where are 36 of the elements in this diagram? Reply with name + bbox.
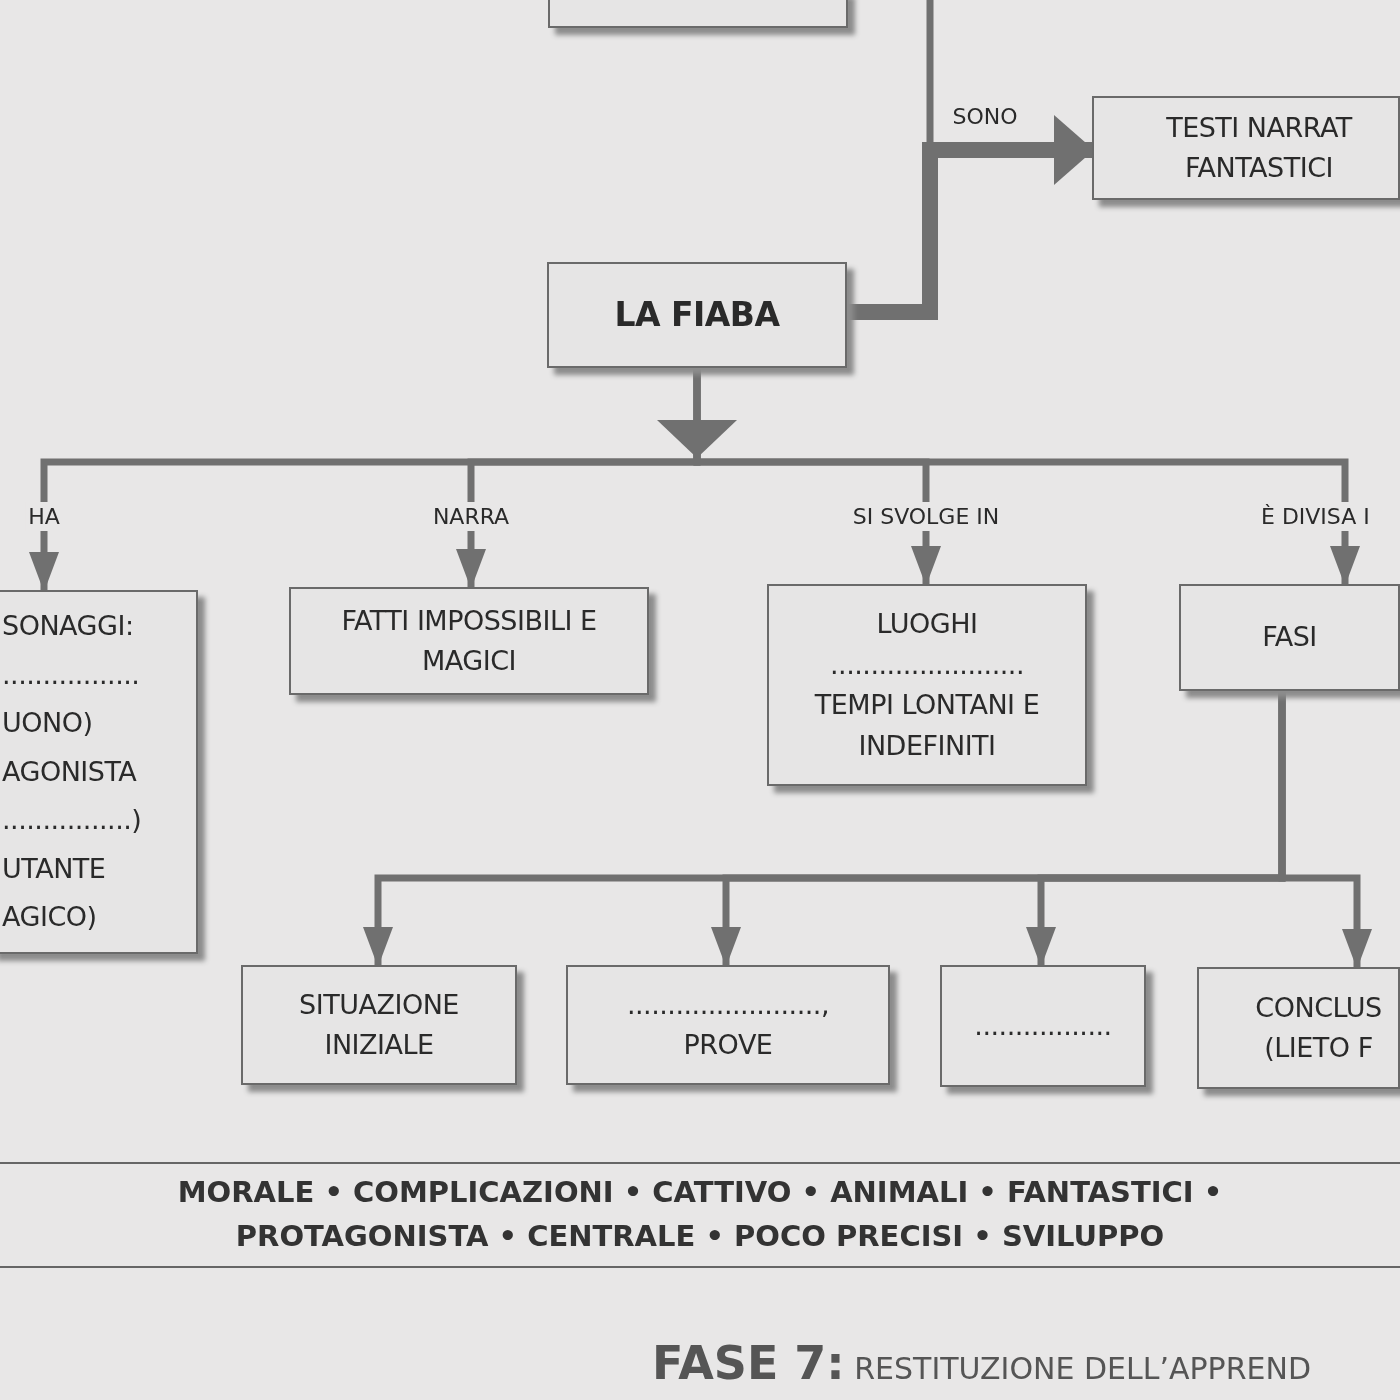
node-text: LA FIABA bbox=[614, 294, 780, 337]
node-text: ................. bbox=[2, 657, 140, 692]
node-text: UTANTE bbox=[2, 851, 106, 886]
arrow bbox=[847, 115, 1094, 320]
concept-box bbox=[289, 587, 649, 695]
node-text: CONCLUS (LIETO F bbox=[1254, 990, 1383, 1065]
node-text: UONO) bbox=[2, 706, 93, 741]
node-text: TEMPI LONTANI E INDEFINITI bbox=[813, 688, 1041, 763]
word-bank-text: PROTAGONISTA • CENTRALE • POCO PRECISI • SVILUPPO bbox=[234, 1219, 1166, 1253]
section-heading: FASE 7: RESTITUZIONE DELL’APPREND bbox=[652, 1336, 1312, 1390]
node-text: SONAGGI: bbox=[2, 608, 134, 643]
node-text: AGONISTA bbox=[2, 754, 137, 789]
concept-box bbox=[1179, 584, 1400, 691]
concept-box bbox=[1197, 967, 1400, 1089]
concept-box bbox=[767, 584, 1087, 786]
node-text: TESTI NARRAT FANTASTICI bbox=[1165, 110, 1354, 185]
node-text: ........................ bbox=[830, 647, 1024, 682]
node-text: AGICO) bbox=[2, 900, 97, 935]
arrow bbox=[1278, 691, 1372, 969]
node-text: FASI bbox=[1262, 620, 1317, 655]
concept-box bbox=[241, 965, 517, 1085]
concept-box bbox=[547, 262, 847, 368]
node-text: ................) bbox=[2, 803, 142, 838]
word-bank-text: MORALE • COMPLICAZIONI • CATTIVO • ANIMALI • FANTASTICI • bbox=[176, 1175, 1224, 1209]
node-text: ........................, bbox=[626, 987, 830, 1022]
node-text: SITUAZIONE INIZIALE bbox=[298, 987, 460, 1062]
arrow bbox=[693, 368, 1360, 586]
node-text: PROVE bbox=[683, 1028, 773, 1062]
node-text: LUOGHI bbox=[876, 607, 978, 641]
concept-box bbox=[0, 590, 198, 954]
concept-box bbox=[566, 965, 890, 1085]
concept-box bbox=[940, 965, 1146, 1087]
empty-box bbox=[548, 0, 848, 28]
node-text: FATTI IMPOSSIBILI E MAGICI bbox=[340, 603, 598, 678]
concept-box bbox=[1092, 96, 1400, 200]
node-text: ................. bbox=[974, 1008, 1112, 1043]
